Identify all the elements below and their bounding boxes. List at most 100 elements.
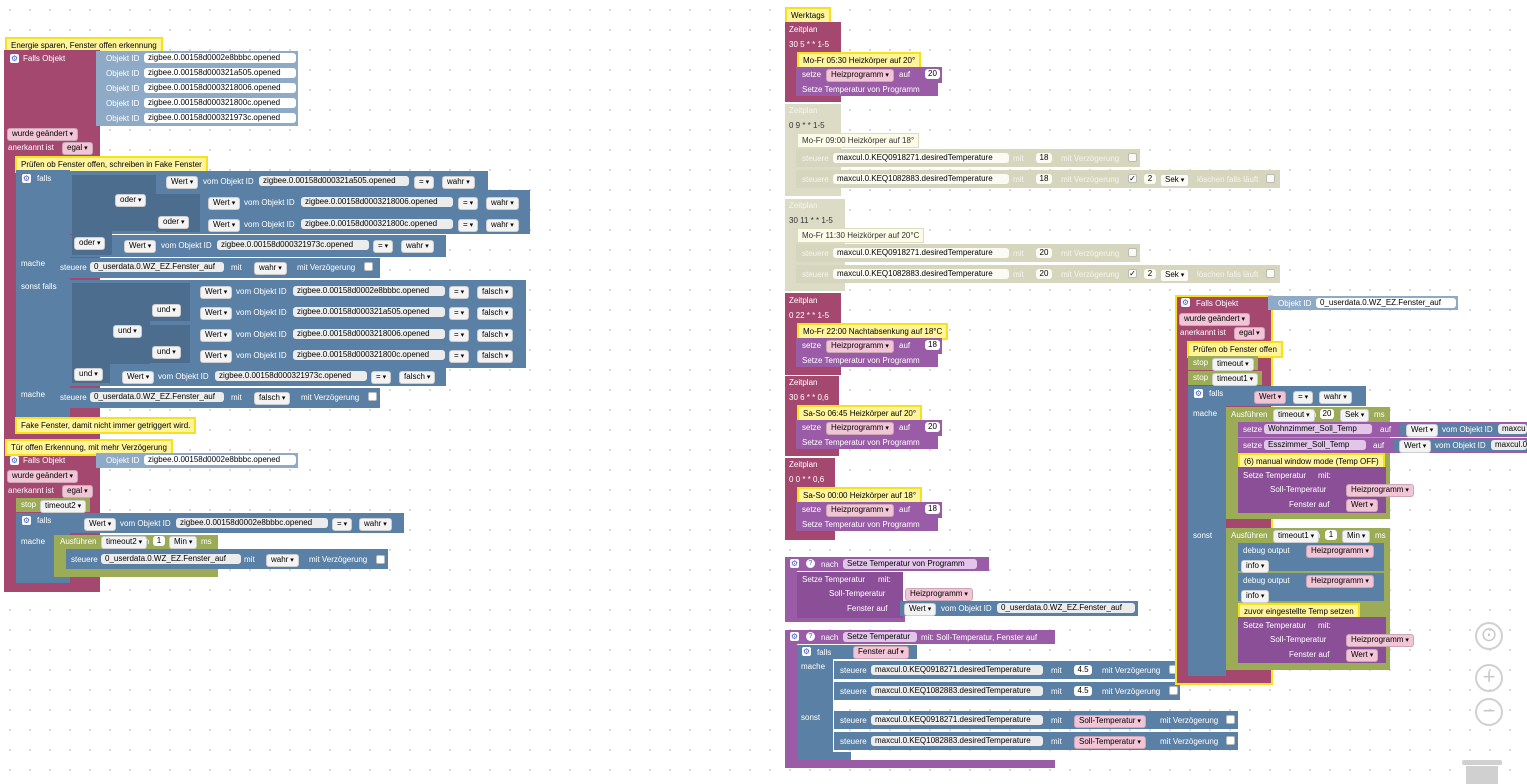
operator-dropdown[interactable]: = bbox=[332, 518, 353, 531]
object-id-field[interactable]: 0_userdata.0.WZ_EZ.Fenster_auf bbox=[101, 554, 241, 564]
bool-dropdown[interactable]: falsch bbox=[477, 350, 514, 363]
value-number[interactable]: 18 bbox=[925, 504, 940, 514]
value-number[interactable]: 20 bbox=[925, 422, 940, 432]
trigger-dropdown[interactable]: wurde geändert bbox=[7, 470, 79, 483]
call-block[interactable] bbox=[796, 436, 938, 449]
wert-dropdown[interactable]: Wert bbox=[1346, 649, 1379, 662]
timeout-dropdown[interactable]: timeout bbox=[1273, 409, 1315, 422]
logic-dropdown[interactable]: und bbox=[74, 368, 103, 381]
call-block[interactable] bbox=[796, 354, 938, 367]
function-name-field[interactable]: Setze Temperatur bbox=[843, 632, 917, 642]
delay-checkbox[interactable] bbox=[1226, 736, 1235, 745]
var-dropdown[interactable]: Heizprogramm bbox=[1306, 545, 1374, 558]
gear-icon[interactable]: ⚙ bbox=[10, 54, 19, 63]
logic-dropdown[interactable]: und bbox=[113, 325, 142, 338]
logic-dropdown[interactable]: und bbox=[152, 304, 181, 317]
gear-icon[interactable]: ⚙ bbox=[790, 632, 799, 641]
operator-dropdown[interactable]: = bbox=[449, 350, 470, 363]
bool-dropdown[interactable]: wahr bbox=[359, 518, 392, 531]
timeout-dropdown[interactable]: timeout1 bbox=[1212, 373, 1259, 386]
object-id-field[interactable]: zigbee.0.00158d0003218006.opened bbox=[144, 83, 296, 93]
unit-dropdown[interactable]: Min bbox=[169, 536, 198, 549]
gear-icon[interactable]: ⚙ bbox=[790, 559, 799, 568]
object-id-field[interactable]: zigbee.0.00158d0002e8bbbc.opened bbox=[144, 455, 296, 465]
value-number[interactable]: 18 bbox=[1036, 153, 1052, 163]
and-block[interactable] bbox=[72, 283, 110, 383]
bool-dropdown[interactable]: falsch bbox=[477, 286, 514, 299]
bool-dropdown[interactable]: wahr bbox=[486, 197, 519, 210]
bool-dropdown[interactable]: falsch bbox=[477, 307, 514, 320]
delay-checkbox[interactable]: ✓ bbox=[1128, 269, 1137, 278]
var-dropdown[interactable]: Soll-Temperatur bbox=[1074, 715, 1146, 728]
operator-dropdown[interactable]: = bbox=[449, 307, 470, 320]
gear-icon[interactable]: ⚙ bbox=[10, 456, 19, 465]
delay-number[interactable]: 2 bbox=[1144, 269, 1156, 279]
bool-dropdown[interactable]: wahr bbox=[1319, 391, 1352, 404]
level-dropdown[interactable]: info bbox=[1241, 560, 1270, 573]
var-dropdown[interactable]: Heizprogramm bbox=[826, 340, 894, 353]
wert-dropdown[interactable]: Wert bbox=[200, 307, 233, 320]
help-icon[interactable]: ? bbox=[806, 559, 815, 568]
object-id-field[interactable]: maxcul.0 bbox=[1491, 440, 1527, 450]
var-dropdown[interactable]: Heizprogramm bbox=[826, 422, 894, 435]
wert-dropdown[interactable]: Wert bbox=[1346, 499, 1379, 512]
object-id-field[interactable]: zigbee.0.00158d0003218006.opened bbox=[301, 197, 453, 207]
object-id-field[interactable]: zigbee.0.00158d000321a505.opened bbox=[259, 176, 409, 186]
comment-disabled[interactable]: Mo-Fr 09:00 Heizkörper auf 18° bbox=[797, 133, 920, 148]
object-id-field[interactable]: maxcul.0.KEQ0918271.desiredTemperature bbox=[871, 665, 1043, 675]
unit-dropdown[interactable]: Min bbox=[1342, 530, 1371, 543]
operator-dropdown[interactable]: = bbox=[373, 240, 394, 253]
help-icon[interactable]: ? bbox=[806, 632, 815, 641]
delay-checkbox[interactable] bbox=[1128, 153, 1137, 162]
delay-checkbox[interactable] bbox=[1169, 686, 1178, 695]
object-id-field[interactable]: maxcul.0.KEQ1082883.desiredTemperature bbox=[833, 174, 1009, 184]
timeout-dropdown[interactable]: timeout1 bbox=[1273, 530, 1320, 543]
var-dropdown[interactable]: Heizprogramm bbox=[1306, 575, 1374, 588]
object-id-field[interactable]: zigbee.0.00158d0002e8bbbc.opened bbox=[293, 286, 445, 296]
level-dropdown[interactable]: info bbox=[1241, 590, 1270, 603]
wert-dropdown[interactable]: Wert bbox=[208, 219, 241, 232]
object-id-field[interactable]: zigbee.0.00158d000321a505.opened bbox=[144, 68, 296, 78]
call-setze-temperatur[interactable] bbox=[797, 572, 903, 618]
bool-dropdown[interactable]: falsch bbox=[254, 392, 291, 405]
object-id-field[interactable]: zigbee.0.00158d000321a505.opened bbox=[293, 307, 445, 317]
call-block[interactable] bbox=[796, 518, 938, 531]
trigger-dropdown[interactable]: wurde geändert bbox=[1179, 313, 1251, 326]
wert-dropdown[interactable]: Wert bbox=[208, 197, 241, 210]
delay-checkbox[interactable] bbox=[1128, 248, 1137, 257]
logic-dropdown[interactable]: oder bbox=[115, 194, 147, 207]
delay-number[interactable]: 1 bbox=[153, 536, 165, 546]
object-id-field[interactable]: maxcul.0.KEQ1082883.desiredTemperature bbox=[833, 269, 1009, 279]
wert-dropdown[interactable]: Wert bbox=[200, 286, 233, 299]
gear-icon[interactable]: ⚙ bbox=[22, 174, 31, 183]
delay-number[interactable]: 1 bbox=[1325, 530, 1337, 540]
logic-dropdown[interactable]: oder bbox=[74, 237, 106, 250]
object-id-field[interactable]: maxcul.0.KEQ0918271.desiredTemperature bbox=[833, 248, 1009, 258]
var-dropdown[interactable]: Heizprogramm bbox=[826, 69, 894, 82]
clear-checkbox[interactable] bbox=[1266, 174, 1275, 183]
unit-dropdown[interactable]: Sek bbox=[1340, 409, 1370, 422]
var-dropdown[interactable]: Heizprogramm bbox=[1346, 484, 1414, 497]
value-number[interactable]: 20 bbox=[925, 69, 940, 79]
logic-dropdown[interactable]: und bbox=[152, 346, 181, 359]
operator-dropdown[interactable]: = bbox=[1293, 391, 1314, 404]
call-block[interactable] bbox=[796, 83, 938, 96]
if-block[interactable] bbox=[16, 170, 70, 418]
wert-dropdown[interactable]: Wert bbox=[122, 371, 155, 384]
var-dropdown[interactable]: Fenster auf bbox=[853, 646, 909, 659]
object-id-field[interactable]: zigbee.0.00158d000321973c.opened bbox=[215, 371, 367, 381]
zoom-in-icon[interactable]: + bbox=[1475, 664, 1503, 692]
operator-dropdown[interactable]: = bbox=[458, 197, 479, 210]
bool-dropdown[interactable]: wahr bbox=[401, 240, 434, 253]
delay-checkbox[interactable] bbox=[1226, 715, 1235, 724]
object-id-field[interactable]: 0_userdata.0.WZ_EZ.Fenster_auf bbox=[90, 262, 224, 272]
object-id-field[interactable]: zigbee.0.00158d0002e8bbbc.opened bbox=[144, 53, 296, 63]
value-number[interactable]: 4.5 bbox=[1074, 686, 1092, 696]
var-dropdown[interactable]: Heizprogramm bbox=[905, 588, 973, 601]
delay-checkbox[interactable]: ✓ bbox=[1128, 174, 1137, 183]
zoom-out-icon[interactable]: − bbox=[1475, 698, 1503, 726]
timeout-dropdown[interactable]: timeout bbox=[1212, 358, 1254, 371]
value-number[interactable]: 4.5 bbox=[1074, 665, 1092, 675]
wert-dropdown[interactable]: Wert bbox=[166, 176, 199, 189]
var-field[interactable]: Wohnzimmer_Soll_Temp bbox=[1264, 424, 1372, 434]
